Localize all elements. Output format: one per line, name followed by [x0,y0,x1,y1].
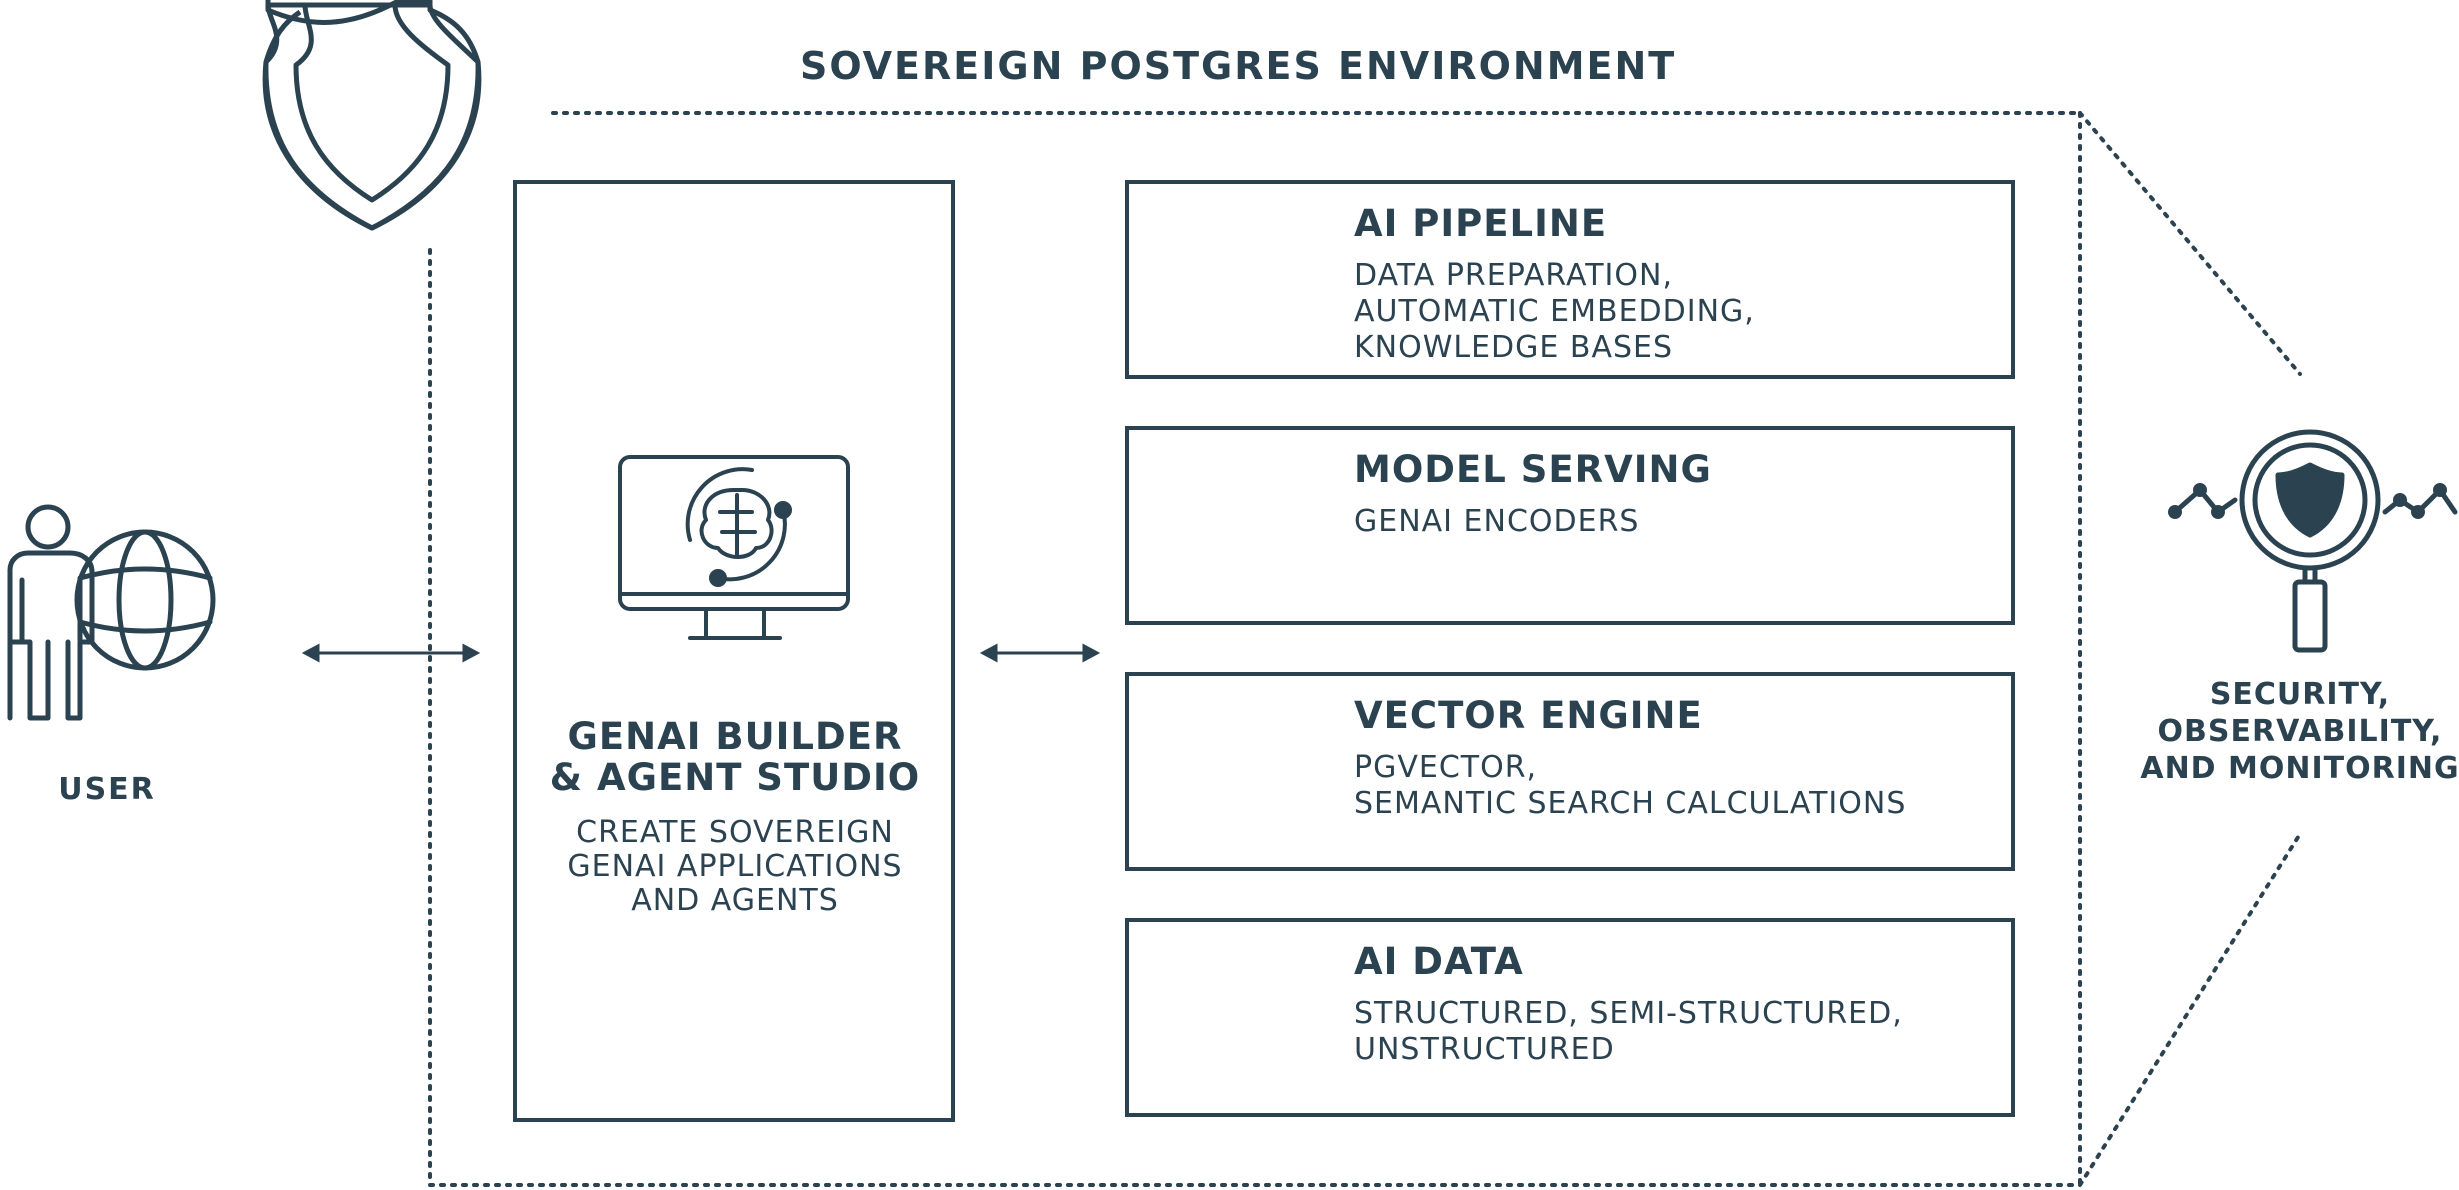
security-line2: OBSERVABILITY, [2157,714,2443,749]
user-studio-arrow [301,643,481,663]
studio-desc-line2: GENAI APPLICATIONS [567,849,903,884]
card-title: AI DATA [1354,940,1524,983]
user-label: USER [58,772,156,807]
shield-icon [262,0,482,231]
card-ai-data: AI DATA STRUCTURED, SEMI-STRUCTURED, UNS… [1125,918,2015,1117]
studio-desc-line1: CREATE SOVEREIGN [576,815,894,850]
studio-title-line2: & AGENT STUDIO [549,756,921,799]
environment-title: SOVEREIGN POSTGRES ENVIRONMENT [800,44,1677,88]
studio-title-line1: GENAI BUILDER [567,715,903,758]
studio-cards-arrow [979,643,1101,663]
studio-description: CREATE SOVEREIGN GENAI APPLICATIONS AND … [515,816,955,918]
monitor-brain-icon [618,455,850,640]
card-ai-pipeline: AI PIPELINE DATA PREPARATION, AUTOMATIC … [1125,180,2015,379]
security-line3: AND MONITORING [2140,751,2459,786]
card-vector-engine: VECTOR ENGINE PGVECTOR, SEMANTIC SEARCH … [1125,672,2015,871]
card-description: PGVECTOR, SEMANTIC SEARCH CALCULATIONS [1354,750,1907,821]
studio-title: GENAI BUILDER & AGENT STUDIO [515,716,955,798]
signal-dots [2168,483,2447,519]
card-model-serving: MODEL SERVING GENAI ENCODERS [1125,426,2015,625]
studio-box [513,180,955,1122]
card-title: MODEL SERVING [1354,448,1712,491]
card-title: AI PIPELINE [1354,202,1608,245]
user-globe-icon [7,504,216,721]
security-label: SECURITY, OBSERVABILITY, AND MONITORING [2140,676,2459,787]
card-title: VECTOR ENGINE [1354,694,1703,737]
security-line1: SECURITY, [2209,677,2391,712]
card-description: DATA PREPARATION, AUTOMATIC EMBEDDING, K… [1354,258,1755,365]
magnifier-shield-icon [2172,429,2458,653]
studio-desc-line3: AND AGENTS [631,883,839,918]
card-description: GENAI ENCODERS [1354,504,1640,539]
environment-boundary [428,111,2302,1187]
card-description: STRUCTURED, SEMI-STRUCTURED, UNSTRUCTURE… [1354,996,1903,1067]
